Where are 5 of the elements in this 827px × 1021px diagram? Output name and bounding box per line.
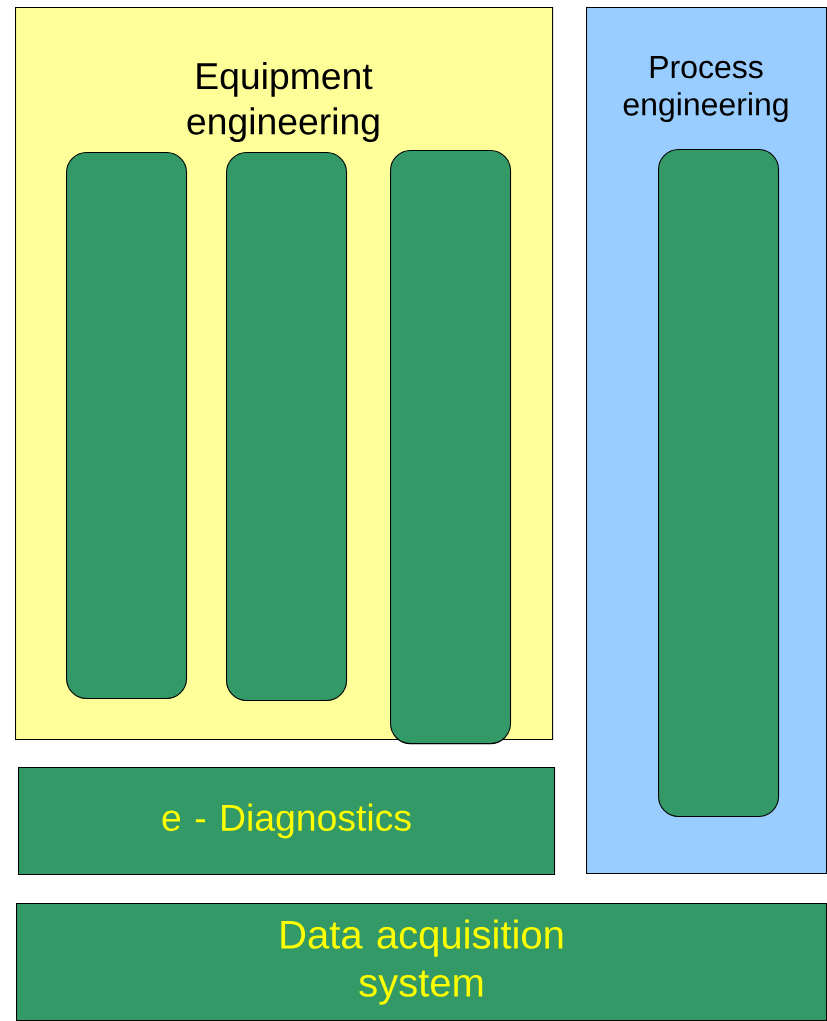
bar <box>658 149 780 817</box>
banner-box: e - Diagnostics <box>18 767 556 875</box>
bar <box>226 152 348 702</box>
bar <box>66 152 188 700</box>
banner-box: Data acquisition system <box>16 903 827 1021</box>
